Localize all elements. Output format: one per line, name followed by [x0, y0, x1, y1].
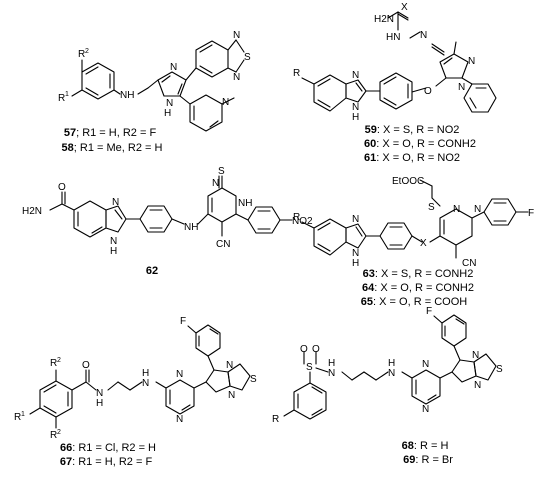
svg-text:1: 1 — [65, 91, 69, 98]
svg-text:F: F — [426, 306, 432, 317]
caption-62: 62 — [145, 265, 159, 277]
svg-text:H: H — [328, 358, 335, 369]
svg-text:NH: NH — [120, 90, 134, 101]
svg-text:N: N — [472, 350, 479, 361]
svg-text:N: N — [96, 388, 103, 399]
svg-text:N: N — [142, 378, 149, 389]
svg-text:H: H — [142, 368, 149, 379]
caption-57: 57; R1 = H, R2 = F — [63, 127, 157, 139]
structure-59-61 — [301, 11, 497, 113]
svg-text:N: N — [222, 97, 229, 108]
structure-63-65 — [301, 179, 529, 259]
svg-text:NO2: NO2 — [292, 216, 313, 227]
svg-text:N: N — [328, 368, 335, 379]
svg-text:O: O — [58, 182, 66, 193]
caption-64: 64: X = O, R = CONH2 — [362, 282, 474, 294]
svg-text:R: R — [14, 412, 21, 423]
svg-text:N: N — [228, 390, 235, 401]
svg-text:HN: HN — [386, 32, 400, 43]
svg-text:R: R — [272, 414, 279, 425]
svg-text:NH: NH — [238, 198, 252, 209]
svg-text:N: N — [166, 98, 173, 109]
svg-text:CN: CN — [216, 239, 230, 250]
svg-text:N: N — [233, 72, 240, 83]
svg-text:S: S — [428, 202, 435, 213]
svg-text:N: N — [453, 204, 460, 215]
structure-68-69 — [283, 314, 497, 420]
svg-text:N: N — [112, 197, 119, 208]
svg-text:2: 2 — [57, 357, 61, 364]
svg-text:H: H — [352, 258, 359, 269]
caption-68: 68: R = H — [401, 440, 449, 452]
svg-text:N: N — [233, 30, 240, 41]
svg-text:R: R — [50, 430, 57, 441]
svg-text:N: N — [176, 414, 183, 425]
svg-text:N: N — [170, 62, 177, 73]
svg-text:H: H — [96, 398, 103, 409]
svg-text:N: N — [352, 248, 359, 259]
caption-63: 63: X = S, R = CONH2 — [362, 268, 474, 280]
svg-text:H: H — [110, 246, 117, 257]
caption-59: 59: X = S, R = NO2 — [364, 124, 460, 136]
svg-text:S: S — [218, 166, 225, 177]
svg-text:H: H — [388, 358, 395, 369]
svg-text:N: N — [422, 404, 429, 415]
svg-text:H2N: H2N — [374, 14, 394, 25]
caption-60: 60: X = O, R = CONH2 — [364, 138, 476, 150]
caption-69: 69: R = Br — [403, 454, 453, 466]
svg-text:N: N — [422, 359, 429, 370]
svg-text:N: N — [474, 380, 481, 391]
svg-text:N: N — [458, 82, 465, 93]
svg-text:N: N — [176, 369, 183, 380]
svg-text:O: O — [82, 360, 90, 371]
svg-text:R: R — [293, 212, 300, 223]
svg-text:S: S — [496, 364, 503, 375]
caption-58: 58; R1 = Me, R2 = H — [61, 142, 163, 154]
svg-text:N: N — [474, 204, 481, 215]
svg-text:O: O — [312, 344, 320, 355]
svg-text:N: N — [468, 56, 475, 67]
atom-R2-57: R — [78, 49, 85, 60]
svg-text:N: N — [226, 360, 233, 371]
svg-text:O: O — [424, 86, 432, 97]
svg-text:N: N — [352, 102, 359, 113]
svg-text:H: H — [164, 108, 171, 119]
svg-text:F: F — [180, 316, 186, 327]
svg-text:R: R — [58, 93, 65, 104]
structure-66-67 — [29, 324, 251, 429]
caption-61: 61: X = O, R = NO2 — [363, 152, 461, 164]
svg-text:H: H — [352, 112, 359, 123]
svg-text:1: 1 — [21, 411, 25, 418]
svg-text:O: O — [300, 344, 308, 355]
caption-66: 66: R1 = Cl, R2 = H — [59, 442, 157, 454]
structure-62 — [49, 175, 293, 238]
svg-text:R: R — [293, 68, 300, 79]
svg-text:N: N — [212, 178, 219, 189]
svg-text:S: S — [250, 374, 257, 385]
svg-text:N: N — [352, 70, 359, 81]
svg-text:N: N — [352, 214, 359, 225]
svg-text:NH: NH — [184, 222, 198, 233]
svg-text:R: R — [50, 358, 57, 369]
caption-67: 67: R1 = H, R2 = F — [59, 456, 153, 468]
svg-text:X: X — [401, 2, 408, 13]
svg-text:H2N: H2N — [22, 206, 42, 217]
structure-57-58 — [71, 39, 245, 132]
svg-text:N: N — [388, 368, 395, 379]
svg-text:CN: CN — [462, 258, 476, 269]
svg-text:EtOOC: EtOOC — [392, 176, 424, 187]
svg-text:X: X — [420, 238, 427, 249]
svg-text:2: 2 — [85, 48, 89, 55]
svg-text:N: N — [420, 30, 427, 41]
svg-text:F: F — [528, 208, 534, 219]
caption-65: 65: X = O, R = COOH — [360, 296, 468, 308]
svg-text:2: 2 — [57, 429, 61, 436]
svg-text:S: S — [306, 362, 313, 373]
svg-text:S: S — [244, 52, 251, 63]
svg-text:N: N — [110, 236, 117, 247]
